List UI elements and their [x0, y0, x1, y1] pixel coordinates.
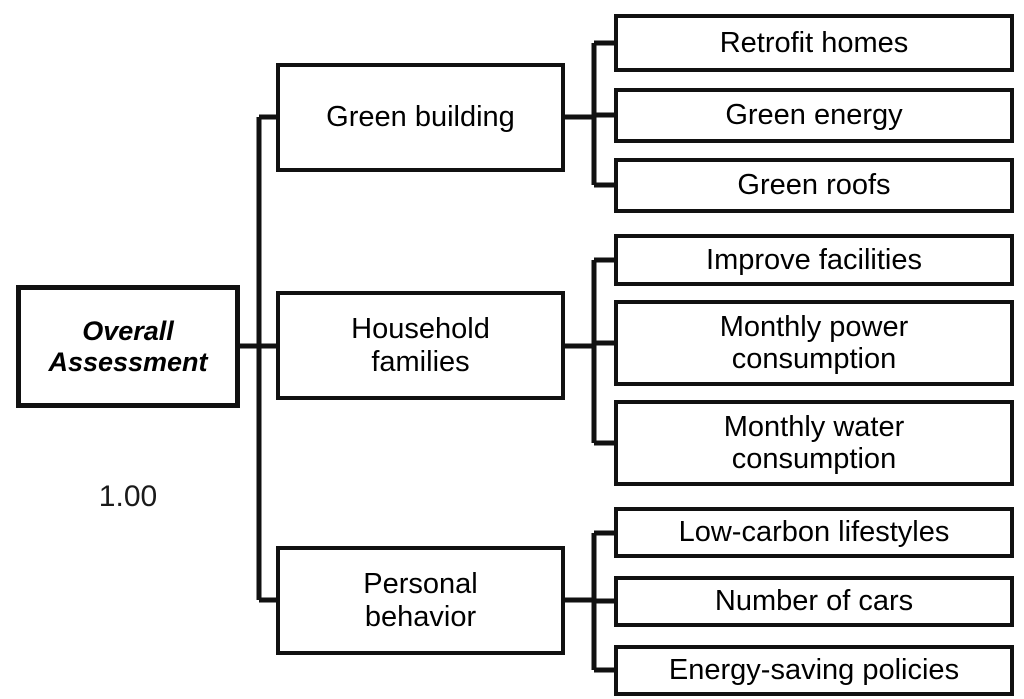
node-leaf-green-roofs-label: Green roofs	[737, 169, 891, 202]
root-score-label: 1.00	[98, 480, 158, 513]
node-leaf-monthly-water-consumption-label: Monthly water consumption	[723, 410, 905, 475]
node-leaf-improve-facilities-label: Improve facilities	[706, 243, 922, 276]
node-leaf-energy-saving-policies[interactable]: Energy-saving policies	[614, 645, 1014, 696]
node-branch-green-building[interactable]: Green building	[276, 63, 565, 172]
node-root-label: Overall Assessment	[48, 316, 208, 377]
node-leaf-monthly-power-consumption[interactable]: Monthly power consumption	[614, 300, 1014, 386]
node-leaf-improve-facilities[interactable]: Improve facilities	[614, 234, 1014, 286]
node-branch-household-families[interactable]: Household families	[276, 291, 565, 400]
node-leaf-number-of-cars-label: Number of cars	[714, 585, 914, 618]
node-branch-personal-behavior[interactable]: Personal behavior	[276, 546, 565, 655]
node-leaf-green-energy[interactable]: Green energy	[614, 88, 1014, 143]
node-leaf-low-carbon-lifestyles[interactable]: Low-carbon lifestyles	[614, 507, 1014, 558]
node-branch-household-families-label: Household families	[351, 313, 490, 378]
node-leaf-energy-saving-policies-label: Energy-saving policies	[668, 654, 960, 687]
node-root[interactable]: Overall Assessment	[16, 285, 240, 408]
node-leaf-monthly-power-consumption-label: Monthly power consumption	[719, 310, 909, 375]
node-leaf-retrofit-homes[interactable]: Retrofit homes	[614, 14, 1014, 72]
node-branch-personal-behavior-label: Personal behavior	[363, 568, 478, 633]
node-leaf-monthly-water-consumption[interactable]: Monthly water consumption	[614, 400, 1014, 486]
node-leaf-number-of-cars[interactable]: Number of cars	[614, 576, 1014, 627]
node-leaf-green-energy-label: Green energy	[725, 99, 903, 132]
node-leaf-low-carbon-lifestyles-label: Low-carbon lifestyles	[678, 516, 950, 549]
node-leaf-retrofit-homes-label: Retrofit homes	[719, 26, 909, 59]
node-leaf-green-roofs[interactable]: Green roofs	[614, 158, 1014, 213]
node-branch-green-building-label: Green building	[326, 101, 515, 134]
